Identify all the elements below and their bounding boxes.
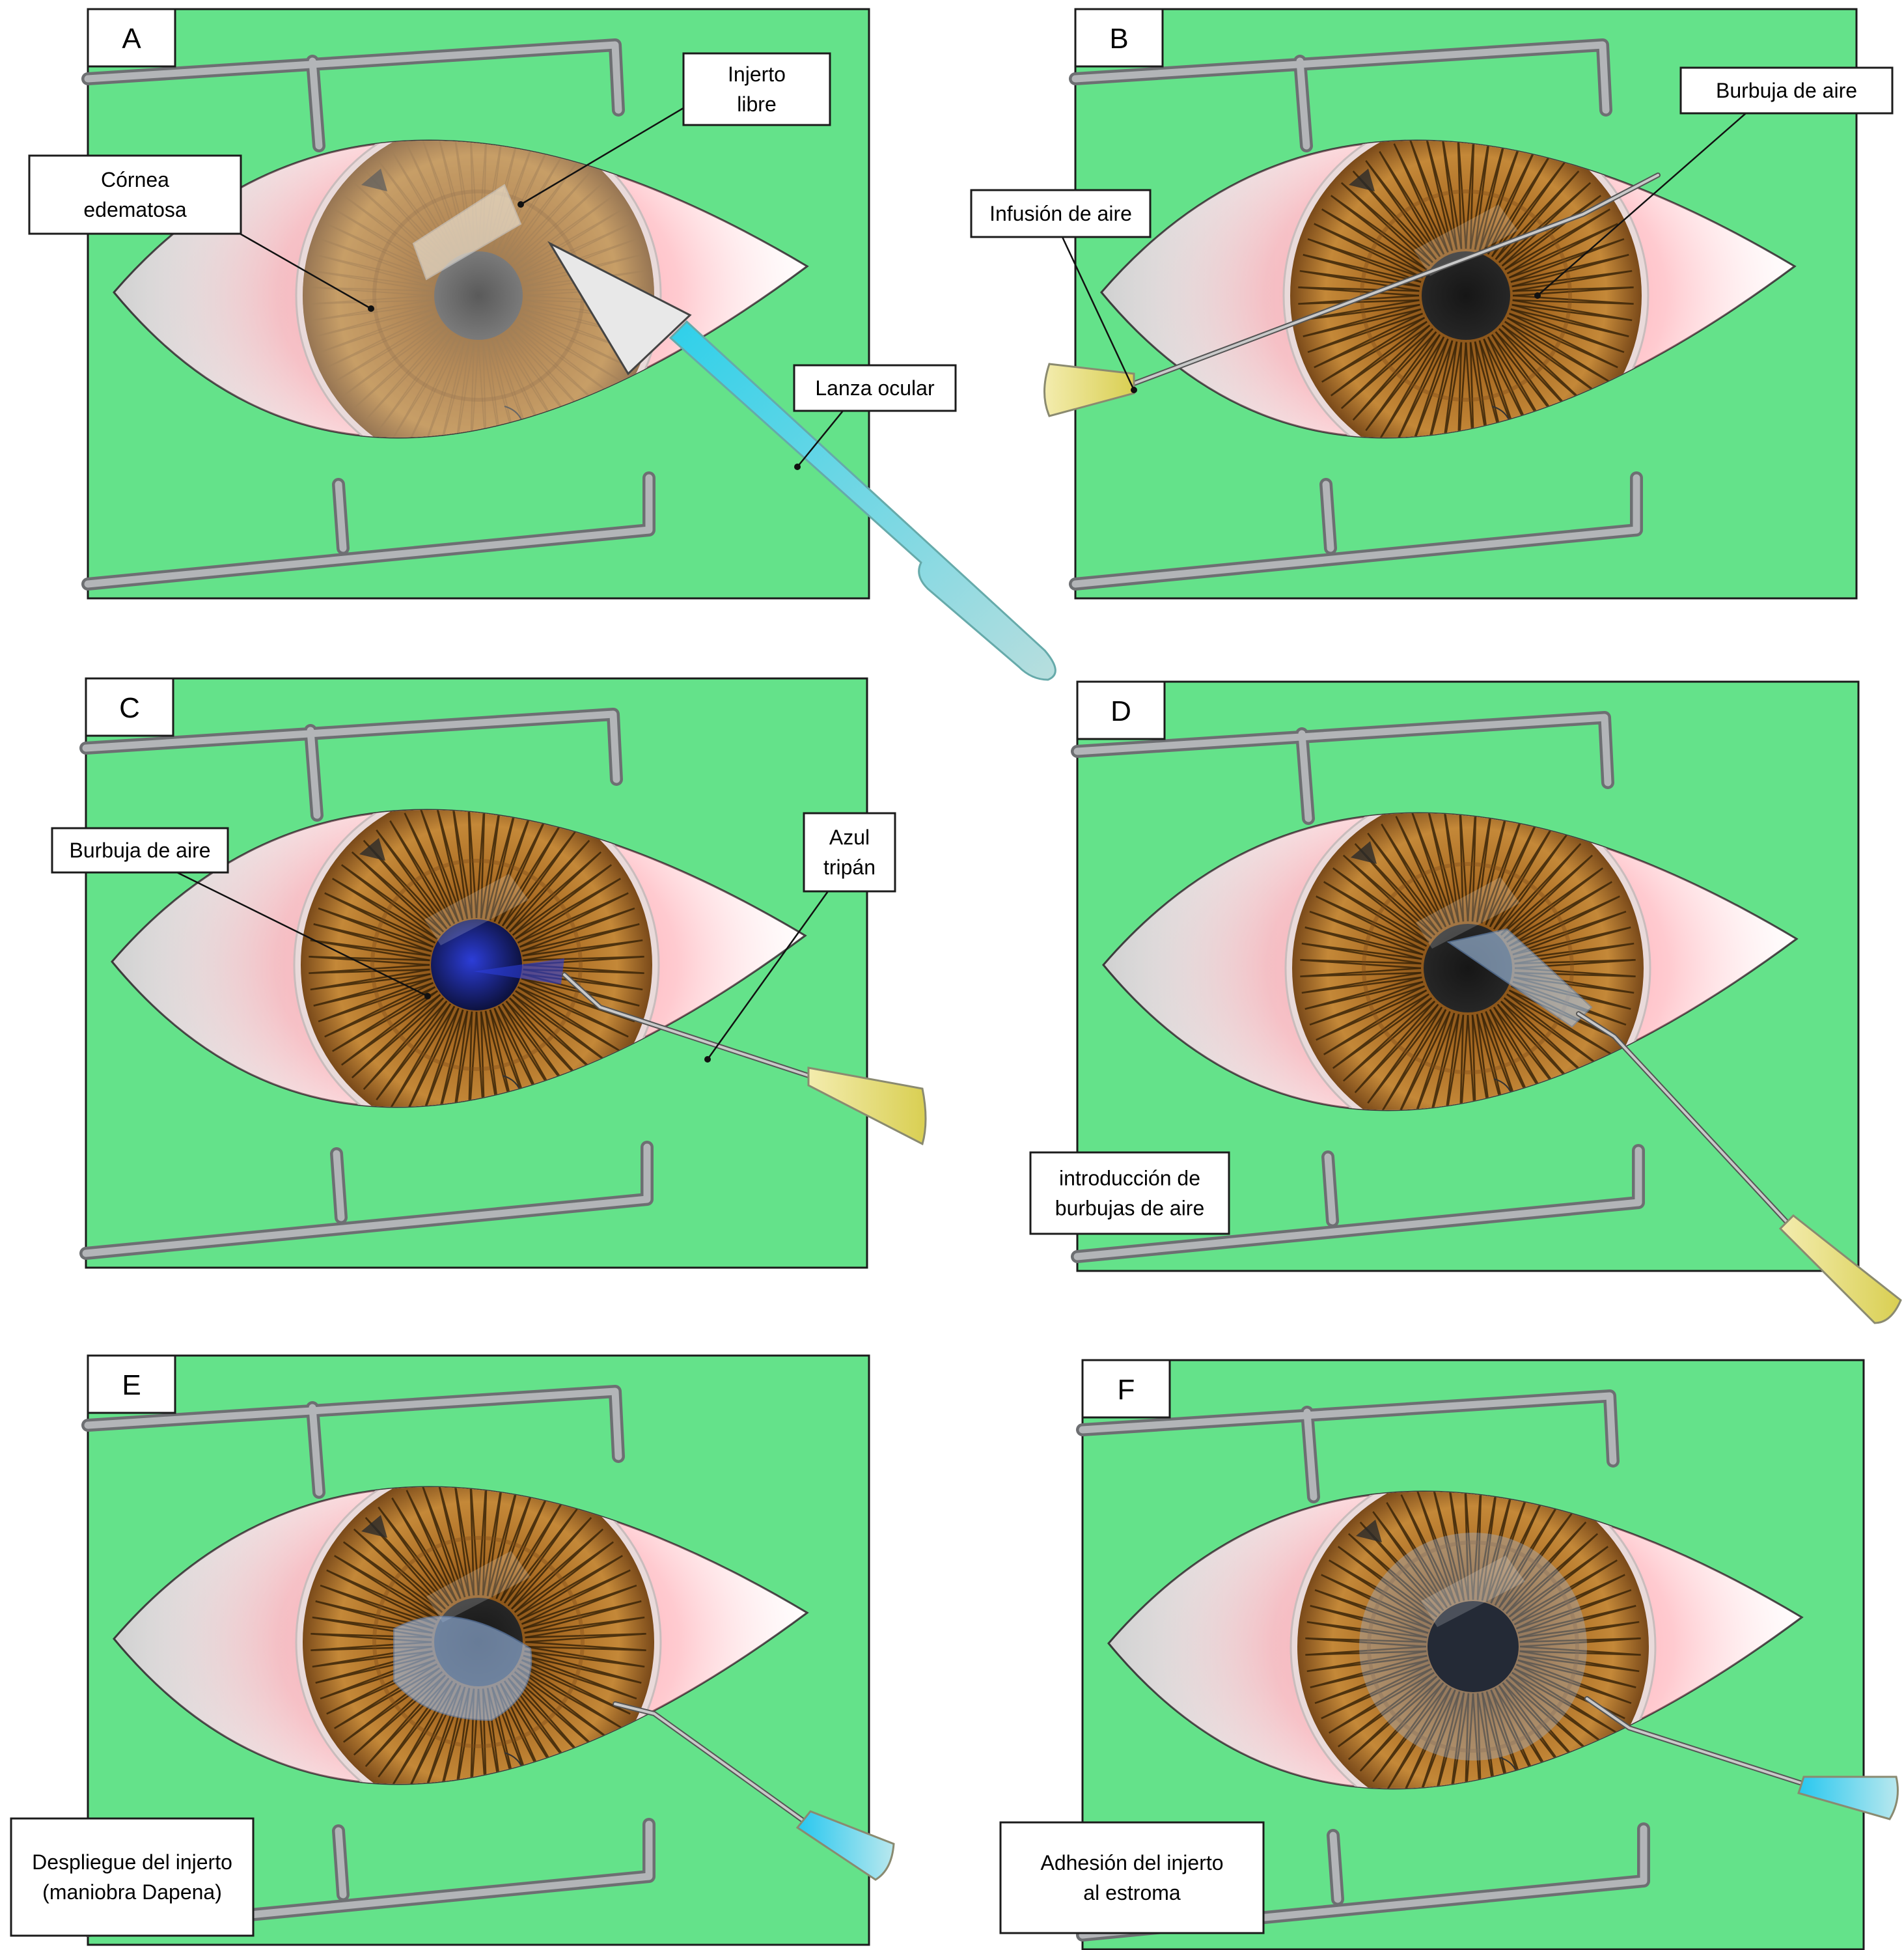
callout-label-line: Injerto <box>728 63 786 86</box>
corneal-reflex <box>1421 1555 1525 1627</box>
lance-blade <box>547 241 692 376</box>
graft-scroll <box>1446 928 1593 1028</box>
iris-notch <box>1349 169 1375 191</box>
instruments <box>547 241 1056 681</box>
instruments <box>1043 173 1661 417</box>
corneal-reflex <box>424 874 529 945</box>
panel-letter-box <box>87 1354 176 1414</box>
panel-letter-box <box>1074 8 1164 68</box>
cannula-hub <box>795 1810 895 1881</box>
leader-dot <box>517 201 524 208</box>
callout-box <box>803 812 896 893</box>
iris-fibers <box>310 1487 646 1784</box>
instruments <box>613 1701 895 1881</box>
instruments <box>473 958 927 1146</box>
panel-letter-box <box>1076 680 1166 740</box>
panel-letter: A <box>122 23 141 55</box>
panel-letter-box <box>87 8 176 68</box>
callout-label-line: burbujas de aire <box>1055 1197 1204 1220</box>
callout-label-line: edematosa <box>83 198 187 221</box>
callout-label-line: Burbuja de aire <box>69 839 210 862</box>
panel-letter: F <box>1118 1374 1135 1406</box>
iris-notch <box>1356 1520 1382 1542</box>
pupil <box>434 251 523 340</box>
cannula-hub <box>1778 1214 1902 1324</box>
callout-box <box>1679 66 1894 115</box>
cannula-hub <box>807 1066 927 1146</box>
leader-line <box>1537 113 1746 296</box>
collarette <box>1367 1540 1579 1753</box>
pupil-trypan-blue <box>431 919 522 1010</box>
callout-label-line: (maniobra Dapena) <box>42 1880 222 1904</box>
callout-box <box>10 1817 255 1937</box>
leader-line <box>797 410 844 467</box>
leader-dot <box>794 464 801 470</box>
leader-dot <box>368 305 374 312</box>
panel-letter: E <box>122 1369 141 1401</box>
leader-line <box>1061 236 1135 391</box>
callout-label-line: tripán <box>823 856 876 879</box>
collarette <box>1362 862 1574 1074</box>
panel-letter: B <box>1109 23 1128 55</box>
iris-notch <box>361 1515 387 1538</box>
trypan-blue-jet <box>473 958 564 984</box>
graft-unfolding <box>393 1615 532 1721</box>
callout-box <box>51 827 229 874</box>
corneal-reflex <box>426 1551 531 1623</box>
callout-box <box>1029 1151 1230 1235</box>
panel-c: C Burbuja de aire Azul tripán <box>51 677 927 1269</box>
instruments <box>1584 1696 1899 1820</box>
callout-label-line: libre <box>737 92 776 116</box>
callout-label-line: Despliegue del injerto <box>32 1850 232 1874</box>
callout-box <box>970 189 1152 238</box>
leader-line <box>176 871 428 997</box>
panel-e: E Despliegue del injerto (maniobra Dapena) <box>10 1354 895 1946</box>
panel-letter: D <box>1111 695 1131 727</box>
instruments <box>1576 1011 1902 1324</box>
pupil <box>1422 251 1510 340</box>
callout-label-line: Adhesión del injerto <box>1040 1851 1223 1874</box>
callout-label-line: introducción de <box>1059 1167 1200 1190</box>
leader-dot <box>1534 292 1541 299</box>
iris-fibers <box>310 141 646 438</box>
eye <box>114 1487 807 1784</box>
iris-notch <box>1351 841 1377 864</box>
panel-f: F Adhesión del injerto al estroma <box>999 1359 1899 1950</box>
callout-label-line: Lanza ocular <box>815 376 935 400</box>
cannula-hub <box>1797 1776 1899 1820</box>
panel-letter-box <box>1081 1359 1171 1419</box>
iris-notch <box>359 838 385 861</box>
iris-notch <box>361 169 387 191</box>
callout-label-line: al estroma <box>1083 1881 1181 1904</box>
free-graft <box>412 184 522 281</box>
callout-box <box>28 154 242 235</box>
collarette <box>372 1536 585 1748</box>
callout-label-line: Infusión de aire <box>989 202 1132 225</box>
iris-fibers <box>309 810 644 1107</box>
collarette <box>370 859 583 1071</box>
panel-letter: C <box>119 692 140 724</box>
leader-dot <box>1131 387 1137 393</box>
callout-box <box>999 1821 1265 1934</box>
corneal-reflex <box>1414 204 1518 276</box>
pupil <box>1428 1601 1519 1692</box>
callout-label-line: Córnea <box>101 168 169 191</box>
leader-dot <box>704 1056 711 1063</box>
leader-line <box>706 891 829 1060</box>
callout-label-line: Azul <box>829 826 870 849</box>
panel-letter-box <box>85 677 174 737</box>
leader-dot <box>424 993 431 999</box>
callout-label-line: Burbuja de aire <box>1716 79 1857 102</box>
cannula-hub <box>1043 363 1135 417</box>
callout-box <box>682 52 831 126</box>
corneal-reflex <box>1416 877 1520 949</box>
leader-line <box>520 101 694 206</box>
callout-box <box>793 364 957 412</box>
ocular-lance <box>669 320 1056 681</box>
